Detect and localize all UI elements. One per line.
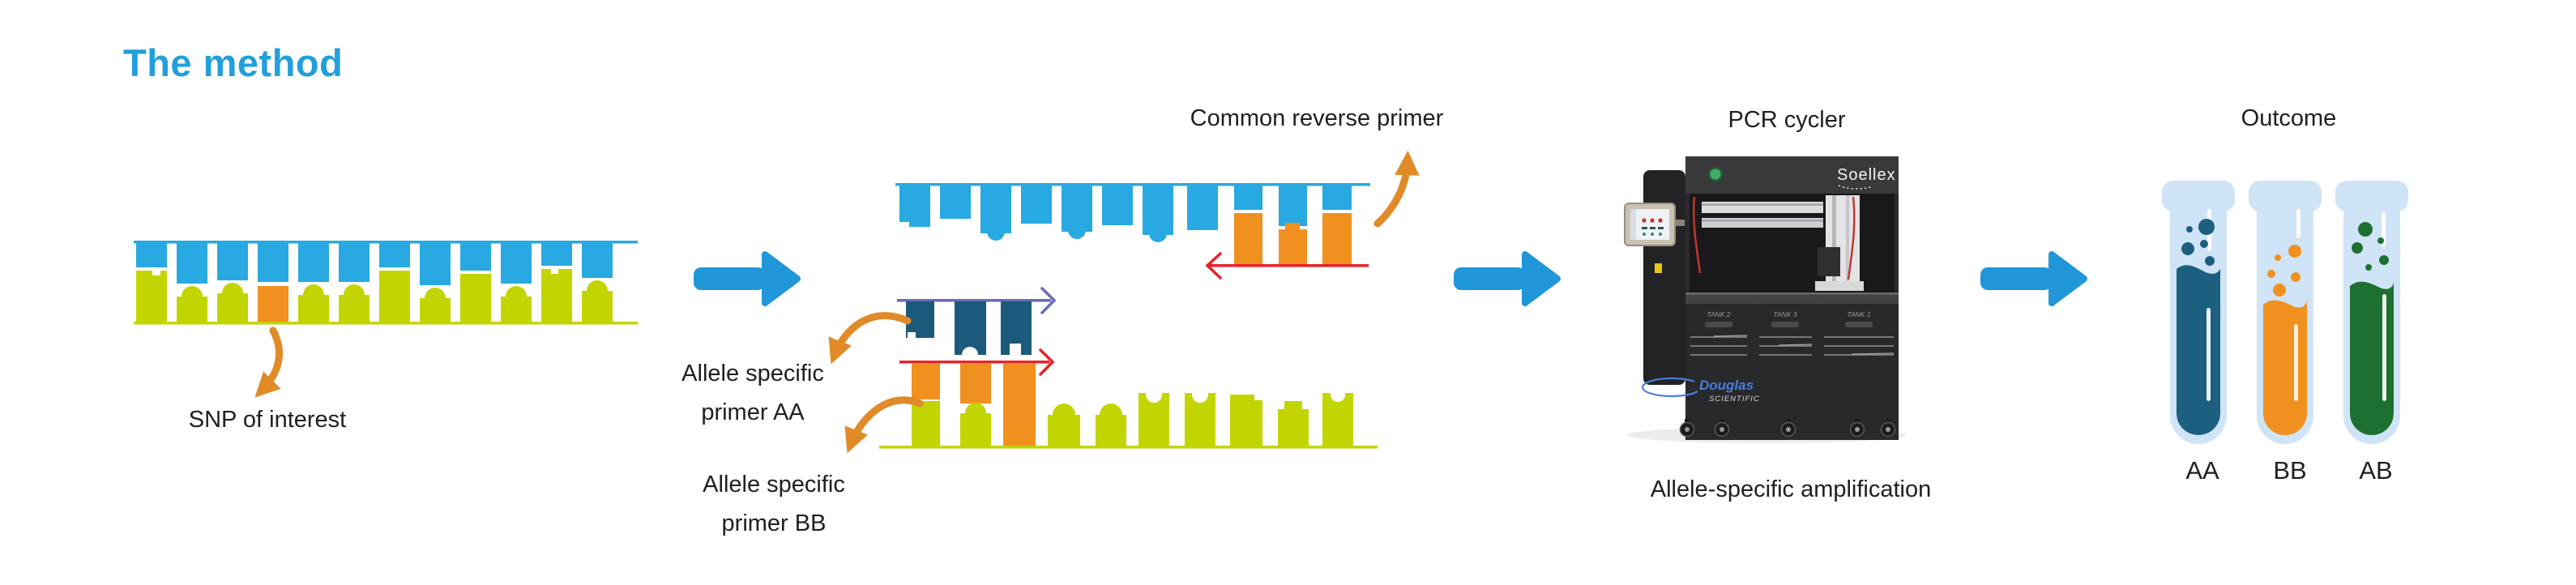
bottom-template-strand <box>879 386 1378 449</box>
warning-sticker <box>1655 263 1662 273</box>
maker-logo: Douglas SCIENTIFIC <box>1641 377 1760 404</box>
flow-arrow-icon <box>1454 251 1561 306</box>
page-title: The method <box>123 41 344 84</box>
flow-arrow-icon <box>694 251 801 306</box>
amplification-caption: Allele-specific amplification <box>1650 476 1932 502</box>
power-button <box>1710 169 1721 180</box>
tube-ab <box>2335 181 2408 444</box>
touchscreen <box>1624 203 1685 246</box>
test-tubes-illustration <box>2162 181 2408 444</box>
primer-aa-figure <box>897 287 1057 363</box>
dna-duplex-figure <box>134 241 638 325</box>
common-primer-arrow-icon <box>1373 150 1420 228</box>
snp-allele-tooth <box>258 286 288 322</box>
flow-arrow-icon <box>1980 251 2087 306</box>
primer-bb-arrow-icon <box>844 396 924 454</box>
primer-bb-figure <box>899 348 1055 447</box>
tube-ab-label: AB <box>2359 456 2393 485</box>
outcome-title: Outcome <box>2241 105 2337 131</box>
primer-annealing-figure <box>879 150 1420 449</box>
tube-bb-label: BB <box>2273 456 2307 485</box>
primer-aa-arrow-icon <box>828 312 912 365</box>
common-reverse-primer-figure <box>1205 213 1369 280</box>
primer-bb-label: Allele specific primer BB <box>703 472 845 536</box>
tube-aa <box>2162 181 2235 444</box>
common-primer-label: Common reverse primer <box>1190 105 1444 131</box>
top-template-strand <box>895 183 1370 242</box>
bottom-strand-teeth <box>136 269 613 322</box>
svg-text:Douglas: Douglas <box>1699 378 1754 393</box>
machine-side-tower <box>1643 170 1685 385</box>
svg-text:SCIENTIFIC: SCIENTIFIC <box>1709 395 1760 404</box>
tube-aa-label: AA <box>2185 456 2219 485</box>
tank-label: TANK 2 <box>1707 310 1730 318</box>
tube-bb <box>2249 181 2322 444</box>
snp-label: SNP of interest <box>188 407 347 433</box>
pcr-cycler-title: PCR cycler <box>1728 107 1846 133</box>
primer-aa-label: Allele specific primer AA <box>681 361 824 425</box>
machine-casters <box>1679 419 1896 438</box>
snp-arrow-icon <box>254 327 283 398</box>
pcr-machine-illustration: Soellex TANK 2 TANK 3 TANK 1 <box>1624 156 1906 443</box>
tank-label: TANK 3 <box>1773 310 1796 318</box>
machine-brand-label: Soellex <box>1837 166 1896 184</box>
top-strand-teeth <box>136 243 613 285</box>
machine-cabinets: TANK 2 TANK 3 TANK 1 <box>1685 304 1899 433</box>
tank-label: TANK 1 <box>1847 310 1870 318</box>
